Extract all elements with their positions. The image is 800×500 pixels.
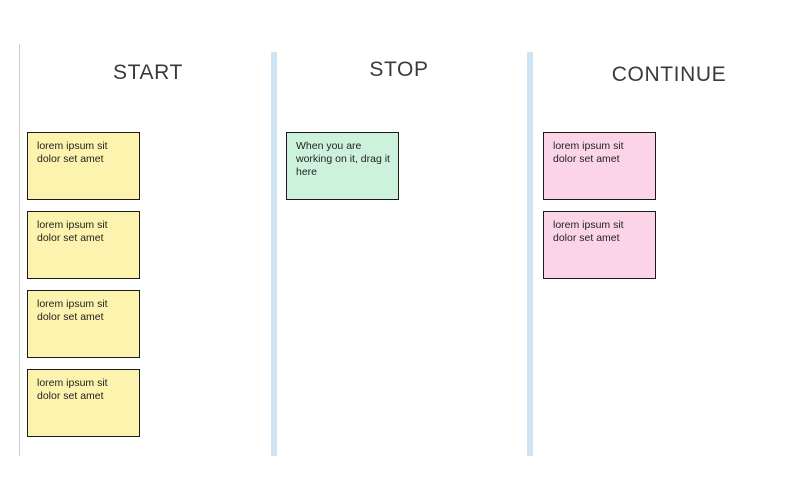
sticky-note[interactable]: lorem ipsum sit dolor set amet [543, 211, 656, 279]
column-divider-start-stop [271, 52, 277, 456]
sticky-note-text: lorem ipsum sit dolor set amet [37, 140, 108, 165]
sticky-note-text: lorem ipsum sit dolor set amet [37, 219, 108, 244]
column-divider-stop-continue [527, 52, 533, 456]
sticky-note-text: lorem ipsum sit dolor set amet [553, 140, 624, 165]
column-title-continue: CONTINUE [611, 63, 727, 86]
column-title-stop: STOP [369, 58, 429, 81]
sticky-note-text: lorem ipsum sit dolor set amet [553, 219, 624, 244]
column-title-start: START [113, 61, 183, 84]
sticky-note[interactable]: When you are working on it, drag it here [286, 132, 399, 200]
sticky-note[interactable]: lorem ipsum sit dolor set amet [27, 369, 140, 437]
sticky-note[interactable]: lorem ipsum sit dolor set amet [27, 132, 140, 200]
board-left-rule [19, 44, 20, 456]
sticky-note-text: lorem ipsum sit dolor set amet [37, 298, 108, 323]
sticky-note[interactable]: lorem ipsum sit dolor set amet [543, 132, 656, 200]
sticky-note-text: lorem ipsum sit dolor set amet [37, 377, 108, 402]
sticky-note-text: When you are working on it, drag it here [296, 140, 393, 178]
sticky-note[interactable]: lorem ipsum sit dolor set amet [27, 211, 140, 279]
sticky-note[interactable]: lorem ipsum sit dolor set amet [27, 290, 140, 358]
